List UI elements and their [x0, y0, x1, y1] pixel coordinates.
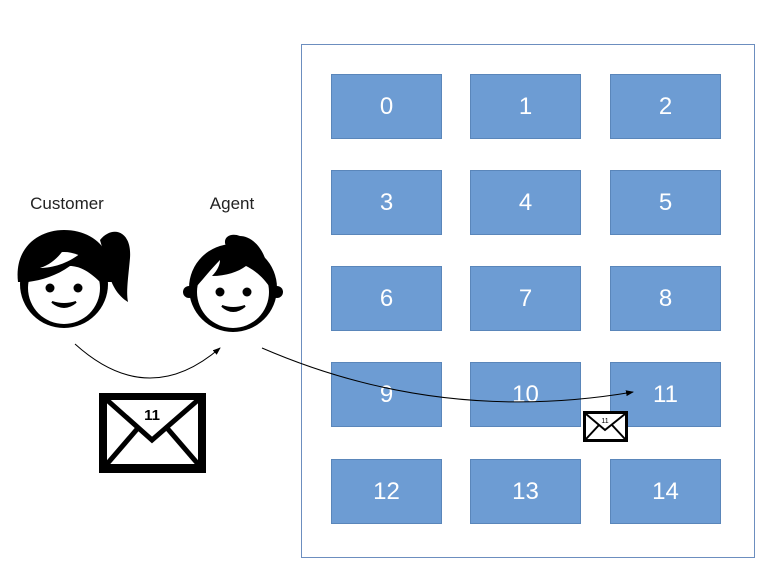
customer-to-agent-arrow: [74, 343, 221, 379]
queue-panel: 0 1 2 3 4 5 6 7 8 9 10 11 12 13 14: [301, 44, 755, 558]
envelope-icon: 11: [99, 393, 206, 473]
queue-tile-1: 1: [470, 74, 581, 139]
queue-tile-12: 12: [331, 459, 442, 524]
queue-tile-10: 10: [470, 362, 581, 427]
queue-tile-7: 7: [470, 266, 581, 331]
queue-tile-5: 5: [610, 170, 721, 235]
customer-face-icon: [17, 230, 131, 328]
queue-tile-13: 13: [470, 459, 581, 524]
queue-tile-0: 0: [331, 74, 442, 139]
queue-tile-14: 14: [610, 459, 721, 524]
small-envelope-number: 11: [601, 418, 608, 425]
agent-face-icon: [183, 234, 283, 332]
small-envelope-icon: 11: [583, 411, 628, 442]
queue-tile-4: 4: [470, 170, 581, 235]
agent-to-queue-arrow: [261, 347, 634, 403]
customer-label: Customer: [30, 194, 104, 213]
queue-tile-2: 2: [610, 74, 721, 139]
envelope-number: 11: [144, 407, 160, 424]
queue-tile-3: 3: [331, 170, 442, 235]
queue-tile-8: 8: [610, 266, 721, 331]
queue-tile-6: 6: [331, 266, 442, 331]
agent-label: Agent: [209, 194, 255, 213]
